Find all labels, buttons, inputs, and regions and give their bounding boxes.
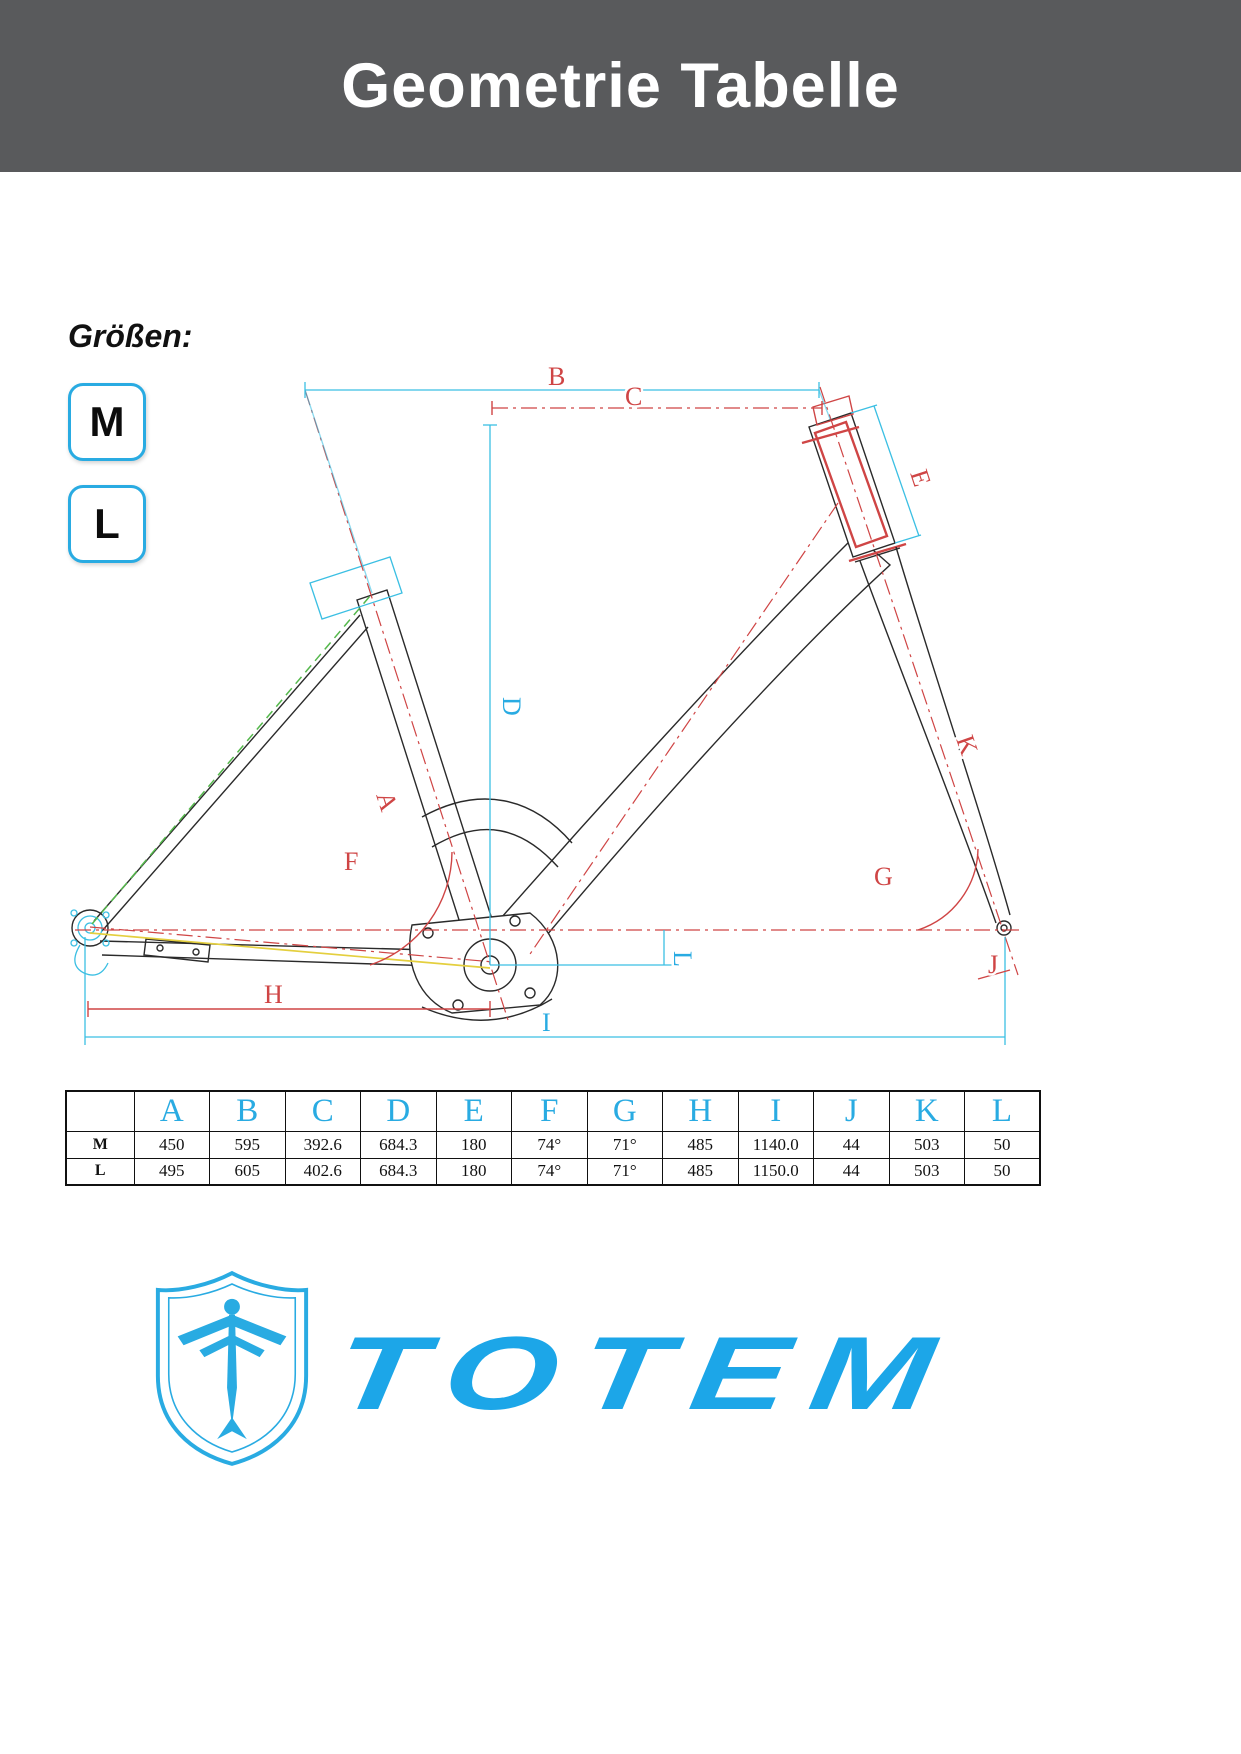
- frame-outline: [70, 395, 1012, 1021]
- brand-wordmark: TOTEM: [327, 1316, 964, 1432]
- table-cell: 595: [209, 1130, 286, 1159]
- seatstay-measure-line: [91, 595, 371, 925]
- table-cell: 503: [888, 1157, 965, 1186]
- head-angle-arc: [917, 848, 979, 931]
- label-L: L: [668, 951, 697, 967]
- label-D: D: [497, 697, 526, 716]
- table-cell: 1150.0: [737, 1157, 814, 1186]
- seat-angle-arc: [369, 851, 453, 966]
- page-title: Geometrie Tabelle: [341, 51, 900, 121]
- table-cell: 495: [133, 1157, 210, 1186]
- front-axle: [996, 920, 1012, 936]
- column-header: I: [737, 1090, 814, 1132]
- table-cell: 44: [813, 1130, 890, 1159]
- row-header: M: [65, 1130, 135, 1159]
- label-A: A: [370, 788, 403, 815]
- table-cell: 180: [435, 1130, 512, 1159]
- geometry-table: A B C D E F G H I J K L M 450 595 392.6 …: [65, 1090, 1041, 1186]
- table-cell: 684.3: [360, 1130, 437, 1159]
- label-G: G: [874, 862, 893, 891]
- frame-geometry-diagram: B C D E A F K G L J H I: [60, 360, 1070, 1085]
- frame-brace: [421, 798, 573, 844]
- table-cell: 44: [813, 1157, 890, 1186]
- table-cell: 605: [209, 1157, 286, 1186]
- column-header: E: [435, 1090, 512, 1132]
- label-I: I: [542, 1008, 551, 1037]
- size-badge-m: M: [68, 383, 146, 461]
- table-cell: 485: [662, 1157, 739, 1186]
- column-header: C: [284, 1090, 361, 1132]
- stem-spacer: [812, 395, 854, 426]
- dimension-labels: B C D E A F K G L J H I: [262, 360, 1001, 1040]
- table-row-m: M 450 595 392.6 684.3 180 74° 71° 485 11…: [65, 1130, 1041, 1159]
- table-cell: 485: [662, 1130, 739, 1159]
- chain-stay: [99, 940, 469, 952]
- table-cell: 71°: [586, 1130, 663, 1159]
- label-J: J: [988, 950, 998, 979]
- totem-shield-logo: [148, 1266, 316, 1472]
- table-header-row: A B C D E F G H I J K L: [65, 1090, 1041, 1132]
- label-B: B: [548, 365, 565, 391]
- size-badge-l: L: [68, 485, 146, 563]
- column-header: K: [888, 1090, 965, 1132]
- label-H: H: [264, 980, 283, 1009]
- table-cell: 74°: [511, 1130, 588, 1159]
- row-header: L: [65, 1157, 135, 1186]
- label-C: C: [625, 382, 642, 411]
- header: Geometrie Tabelle: [0, 0, 1241, 172]
- table-cell: 180: [435, 1157, 512, 1186]
- totem-bird-icon: [177, 1298, 287, 1440]
- shield-icon: [155, 1270, 309, 1466]
- column-header: D: [360, 1090, 437, 1132]
- fork-leg: [859, 560, 997, 924]
- table-cell: 71°: [586, 1157, 663, 1186]
- column-header: H: [662, 1090, 739, 1132]
- down-tube: [473, 534, 892, 985]
- table-row-l: L 495 605 402.6 684.3 180 74° 71° 485 11…: [65, 1157, 1041, 1186]
- dimension-lines: [75, 382, 1020, 1045]
- table-cell: 450: [133, 1130, 210, 1159]
- bike-frame-drawing: B C D E A F K G L J H I: [70, 360, 1020, 1045]
- column-header: G: [586, 1090, 663, 1132]
- seat-stay: [93, 614, 361, 922]
- down-tube-axis: [527, 502, 839, 958]
- column-header: F: [511, 1090, 588, 1132]
- column-header: J: [813, 1090, 890, 1132]
- kickstand-plate: [143, 938, 211, 963]
- column-header: L: [964, 1090, 1041, 1132]
- rear-dropout: [70, 909, 110, 976]
- chainstay-measure-line: [89, 932, 491, 969]
- table-cell: 402.6: [284, 1157, 361, 1186]
- table-cell: 503: [888, 1130, 965, 1159]
- table-cell: 1140.0: [737, 1130, 814, 1159]
- sizes-label: Größen:: [68, 318, 193, 354]
- table-cell: 684.3: [360, 1157, 437, 1186]
- table-cell: 50: [964, 1130, 1041, 1159]
- table-cell: 74°: [511, 1157, 588, 1186]
- table-corner: [65, 1090, 135, 1132]
- table-cell: 50: [964, 1157, 1041, 1186]
- column-header: B: [209, 1090, 286, 1132]
- label-F: F: [344, 847, 358, 876]
- seat-tube-axis: [304, 389, 509, 1021]
- label-E: E: [904, 466, 936, 490]
- dim-j-line: [977, 969, 1011, 980]
- table-cell: 392.6: [284, 1130, 361, 1159]
- column-header: A: [133, 1090, 210, 1132]
